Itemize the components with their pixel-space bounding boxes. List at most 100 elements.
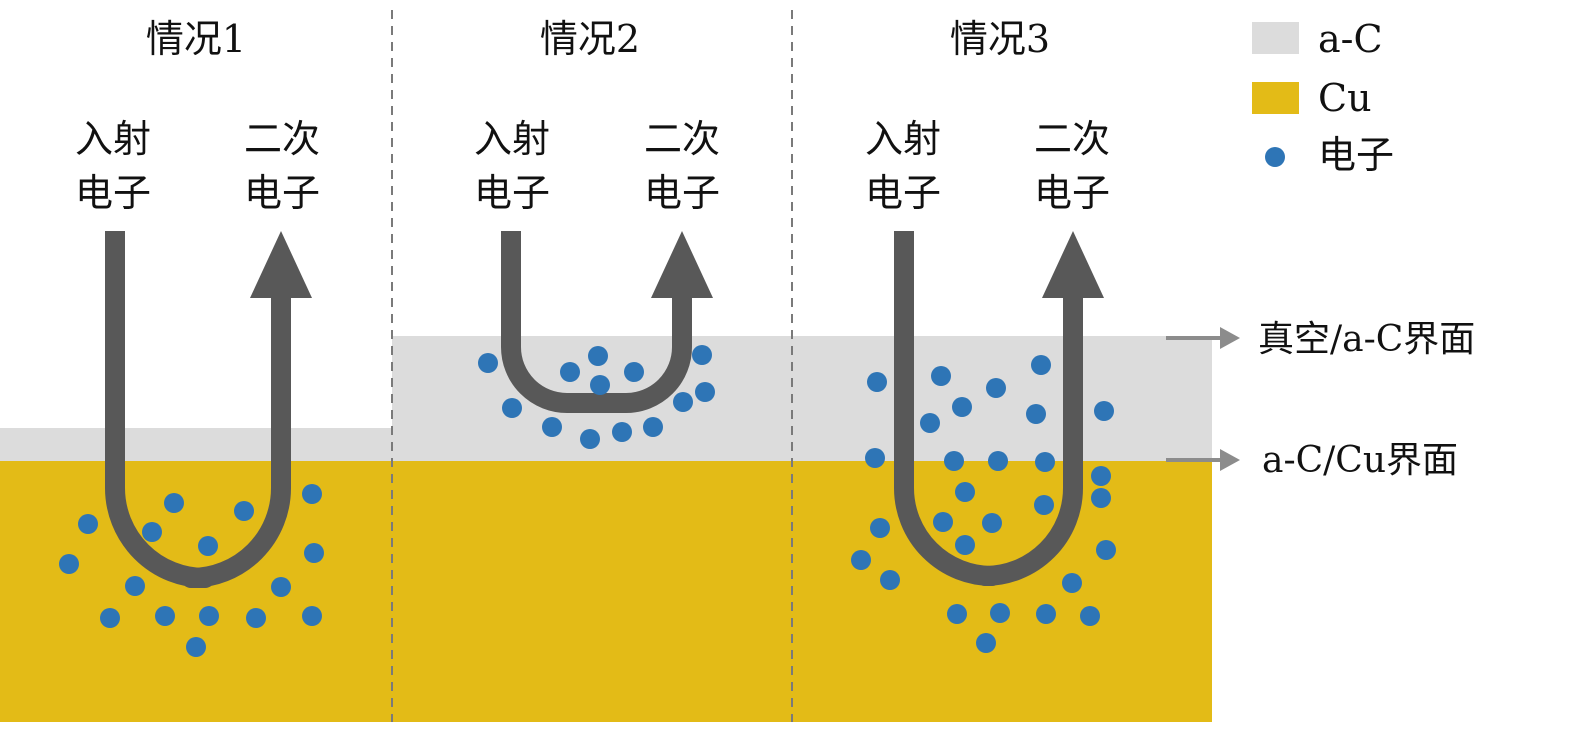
case3-secondary-line2: 电子 [1034,171,1110,215]
electron-dot [867,372,887,392]
electron-dot [590,375,610,395]
case1-incident-line1: 入射 [75,117,151,161]
electron-dot [870,518,890,538]
electron-dot [976,633,996,653]
case1-electron-path [105,231,312,588]
electron-dot [1096,540,1116,560]
electron-dot [246,608,266,628]
electron-dot [1091,488,1111,508]
case2-arrowhead [651,231,713,298]
electron-dot [1026,404,1046,424]
electron-dot [920,413,940,433]
electron-dot [142,522,162,542]
case2-secondary-line2: 电子 [644,171,720,215]
case3-u-path [894,231,1083,586]
electron-dot [164,493,184,513]
case3-electrons [851,355,1116,653]
case1-incident-line2: 电子 [75,171,151,215]
cu-substrate [0,461,1212,722]
electron-dot [155,606,175,626]
electron-dot [1034,495,1054,515]
legend-cu-label: Cu [1318,76,1372,120]
electron-dot [78,514,98,534]
case2-electron-path [501,231,713,413]
electron-dot [198,536,218,556]
case2-electrons [478,345,715,449]
electron-dot [692,345,712,365]
electron-dot [302,484,322,504]
electron-dot [982,513,1002,533]
electron-dot [673,392,693,412]
electron-dot [588,346,608,366]
electron-dot [1094,401,1114,421]
case2-u-path [501,231,692,413]
case1-u-path [105,231,291,588]
case1-arrowhead [250,231,312,298]
electron-dot [234,501,254,521]
electron-dot [100,608,120,628]
vacuum-ac-pointer-head [1220,327,1240,349]
electron-dot [955,482,975,502]
legend: a-C Cu 电子 [1252,17,1394,177]
electron-dot [1035,452,1055,472]
electron-dot [125,576,145,596]
electron-dot [199,606,219,626]
electron-dot [1080,606,1100,626]
case3-title: 情况3 [950,17,1050,61]
electron-dot [542,417,562,437]
electron-dot [990,603,1010,623]
electron-dot [580,429,600,449]
electron-dot [502,398,522,418]
case3-incident-line1: 入射 [865,117,941,161]
electron-dot [1036,604,1056,624]
electron-dot [643,417,663,437]
electron-dot [304,543,324,563]
electron-dot [986,378,1006,398]
electron-dot [865,448,885,468]
electron-dot [880,570,900,590]
electron-dot [947,604,967,624]
electron-dot [1091,466,1111,486]
case2-title: 情况2 [540,17,640,61]
electron-dot [695,382,715,402]
electron-dot [59,554,79,574]
legend-cu-swatch [1252,82,1299,114]
electron-dot [944,451,964,471]
case1-title: 情况1 [146,17,246,61]
electron-dot [302,606,322,626]
electron-dot [478,353,498,373]
legend-ac-label: a-C [1318,17,1383,61]
interface-annotations: 真空/a-C界面 a-C/Cu界面 [1166,319,1475,481]
electron-dot [931,366,951,386]
legend-electron-dot [1265,147,1285,167]
case1-electrons [59,484,324,657]
electron-dot [271,577,291,597]
legend-electron-label: 电子 [1318,133,1394,177]
electron-dot [952,397,972,417]
case3-secondary-line1: 二次 [1034,117,1110,161]
electron-dot [560,362,580,382]
legend-ac-swatch [1252,22,1299,54]
ac-layer-case1 [0,428,392,461]
electron-dot [955,535,975,555]
electron-dot [851,550,871,570]
electron-dot [612,422,632,442]
electron-dot [1062,573,1082,593]
case3-electron-path [894,231,1104,586]
case3-arrowhead [1042,231,1104,298]
case1-secondary-line2: 电子 [244,171,320,215]
electron-dot [933,512,953,532]
case2-incident-line2: 电子 [474,171,550,215]
electron-dot [624,362,644,382]
electron-dot [988,451,1008,471]
vacuum-ac-interface-label: 真空/a-C界面 [1258,319,1475,360]
electron-dot [186,637,206,657]
case2-incident-line1: 入射 [474,117,550,161]
ac-cu-interface-label: a-C/Cu界面 [1262,440,1458,481]
electron-dot [1031,355,1051,375]
ac-cu-pointer-head [1220,449,1240,471]
case1-secondary-line1: 二次 [244,117,320,161]
case2-secondary-line1: 二次 [644,117,720,161]
